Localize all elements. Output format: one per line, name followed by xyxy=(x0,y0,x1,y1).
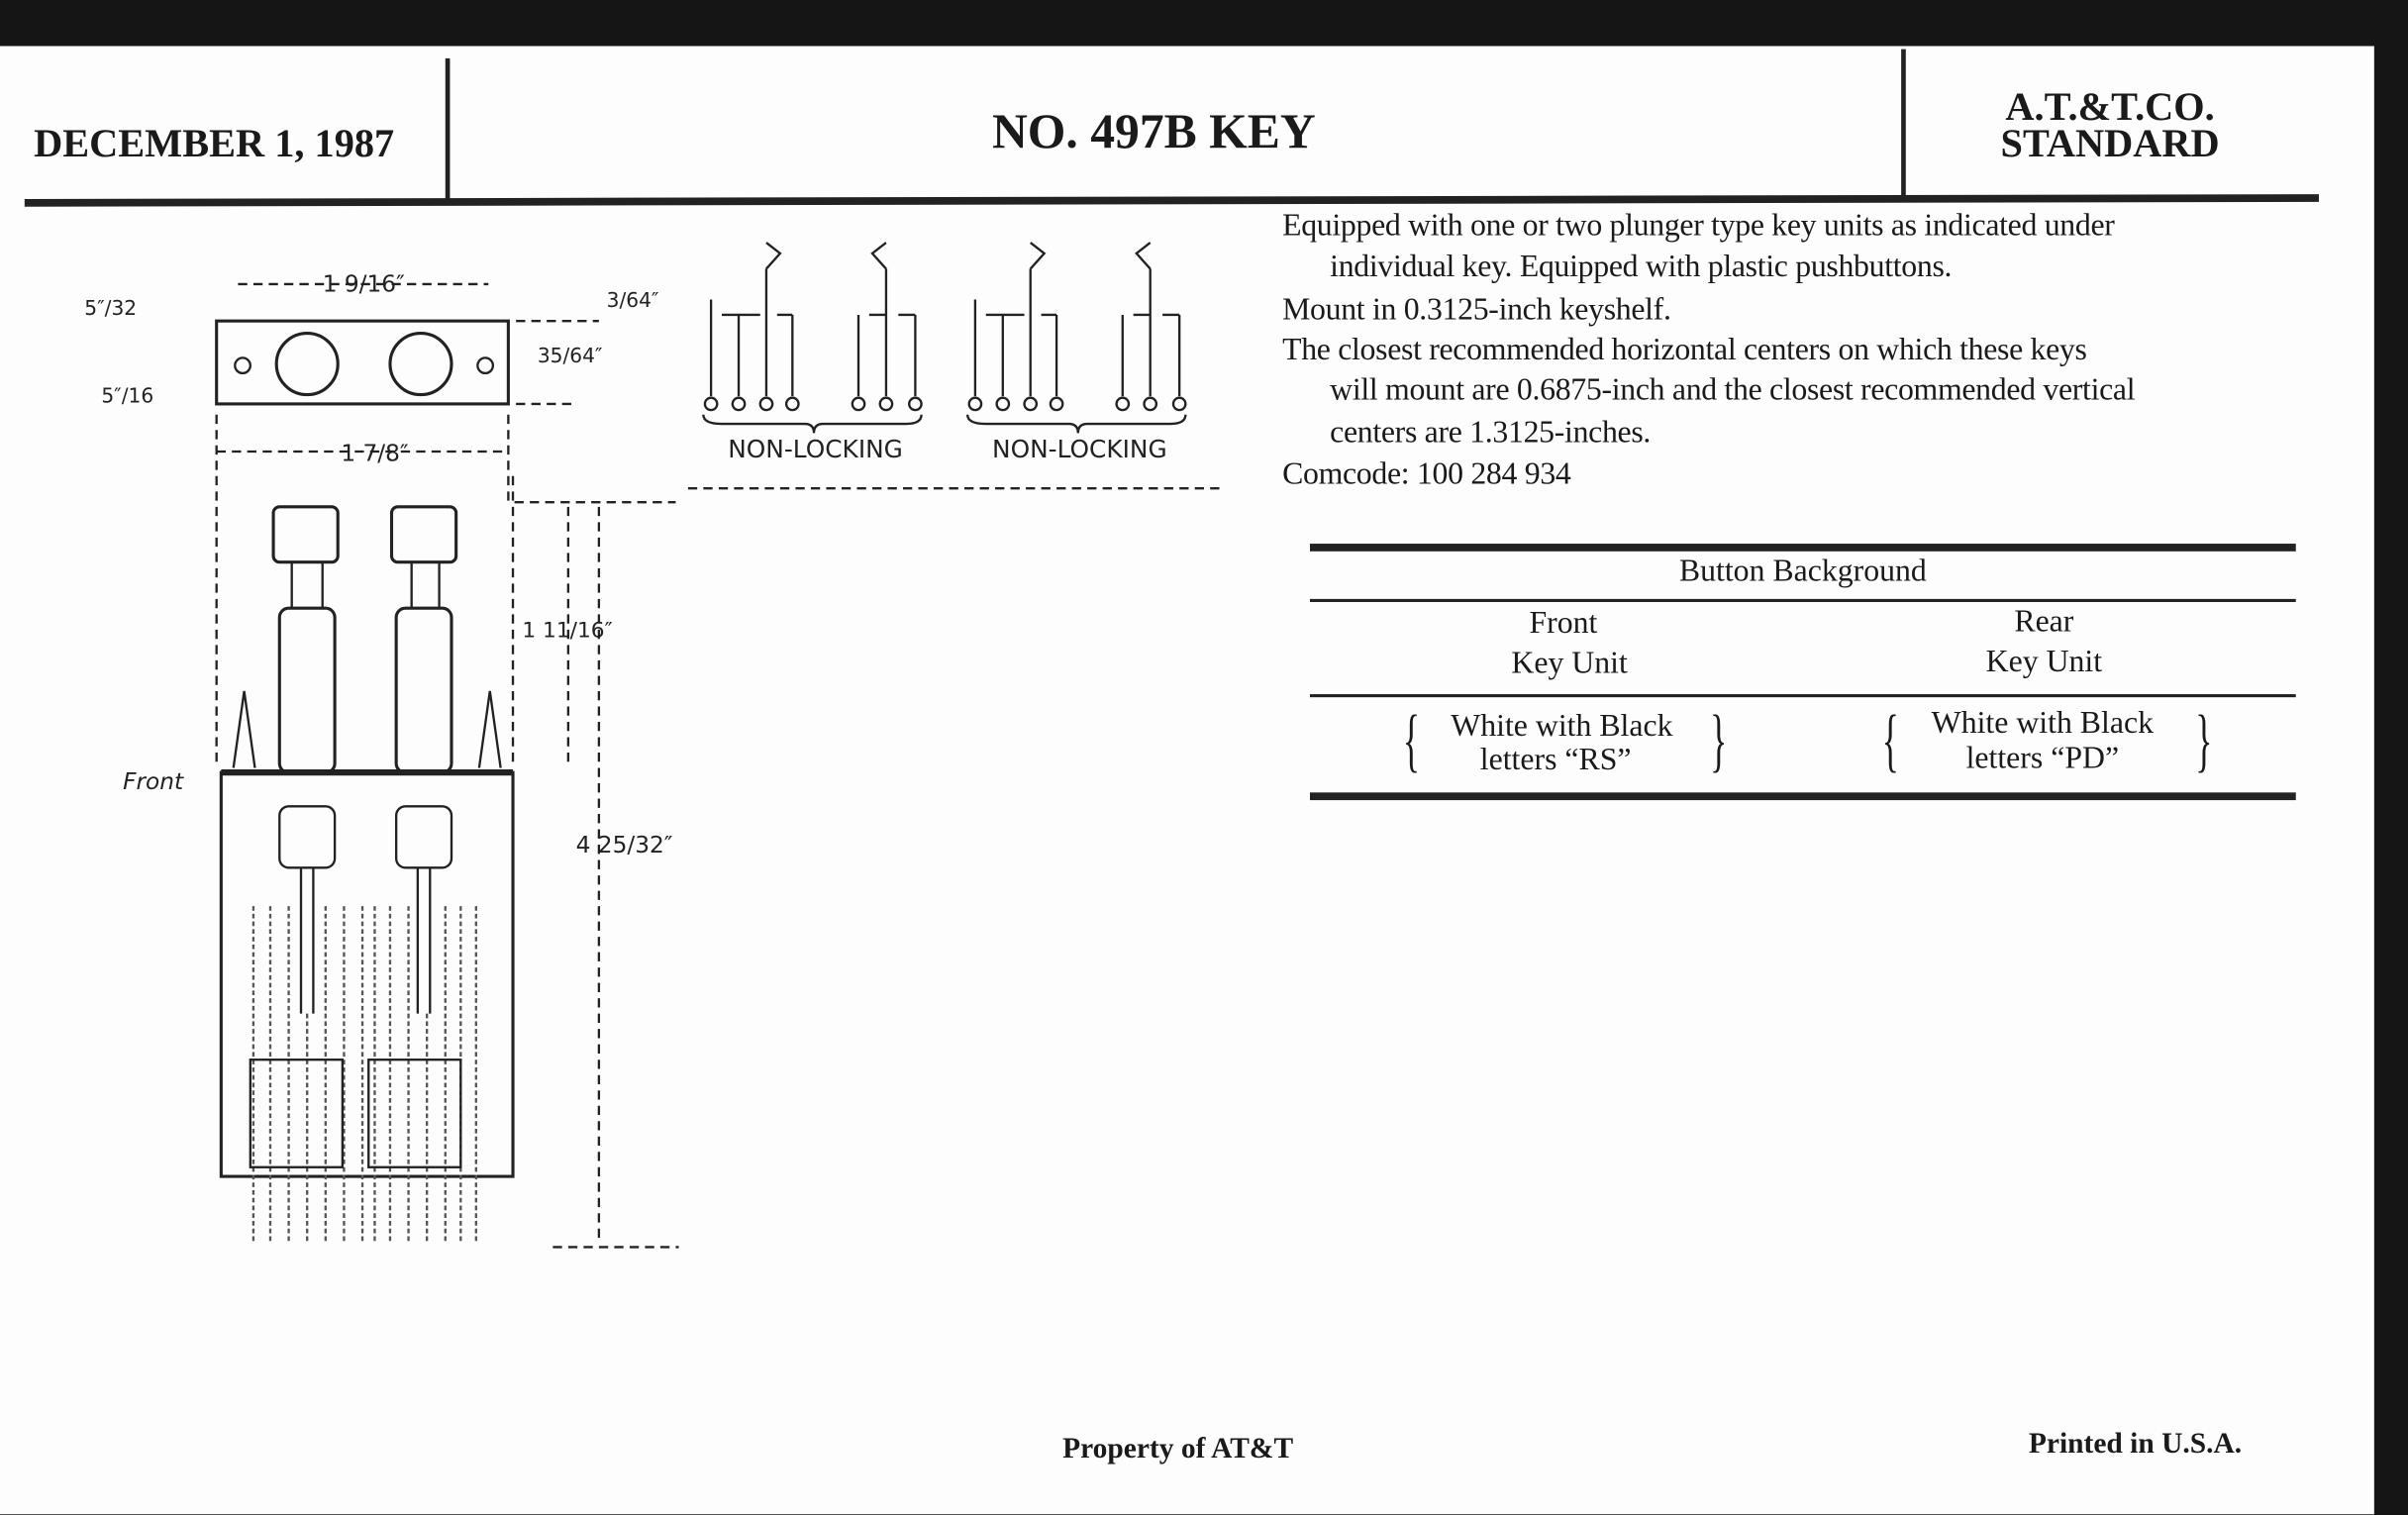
column-header-front: Key Unit xyxy=(1511,646,1628,681)
standard-line1: A.T.&T.CO. xyxy=(2005,84,2215,130)
dimension-label: 35/64″ xyxy=(538,344,603,367)
dimension-lines xyxy=(215,282,1222,1249)
header-divider-right xyxy=(1901,49,1906,197)
plunger-front xyxy=(249,505,364,1245)
dimension-label: 3/64″ xyxy=(607,288,659,312)
description-line: The closest recommended horizontal cente… xyxy=(1282,333,2087,367)
description-line: centers are 1.3125-inches. xyxy=(1330,416,1652,451)
right-brace-icon: } xyxy=(2195,700,2213,779)
description-line: Equipped with one or two plunger type ke… xyxy=(1282,208,2115,244)
table-rule xyxy=(1310,694,2296,698)
schematic-non-locking-2 xyxy=(965,242,1187,434)
standard-line2: STANDARD xyxy=(2000,121,2220,166)
table-cell-front: White with Black xyxy=(1451,709,1673,744)
mount-hole xyxy=(234,356,251,375)
header-divider-left xyxy=(445,57,451,202)
comcode: Comcode: 100 284 934 xyxy=(1282,457,1571,492)
button-circle xyxy=(274,332,340,397)
column-header-front: Front xyxy=(1529,606,1598,641)
footer-printed: Printed in U.S.A. xyxy=(2028,1428,2243,1462)
dimension-label: 1 11/16″ xyxy=(522,619,612,644)
schematic-non-locking-1 xyxy=(702,242,923,434)
date: DECEMBER 1, 1987 xyxy=(34,121,395,166)
column-header-rear: Rear xyxy=(2014,605,2074,640)
left-brace-icon: { xyxy=(1402,700,1421,779)
table-bottom-rule xyxy=(1310,792,2296,801)
paper-sheet xyxy=(0,46,2374,1515)
table-cell-rear: letters “PD” xyxy=(1965,742,2120,776)
schematic-label: NON-LOCKING xyxy=(992,435,1167,463)
table-rule xyxy=(1310,598,2296,602)
mount-hole xyxy=(476,356,495,375)
footer-property: Property of AT&T xyxy=(1062,1433,1294,1465)
table-cell-front: letters “RS” xyxy=(1479,743,1632,777)
dimension-label: 5″/16 xyxy=(101,383,153,407)
side-view-body xyxy=(219,770,515,1178)
table-top-rule xyxy=(1310,544,2296,552)
description-line: Mount in 0.3125-inch keyshelf. xyxy=(1282,293,1671,328)
dimension-label: 4 25/32″ xyxy=(576,832,673,858)
front-label: Front xyxy=(123,768,184,795)
table-cell-rear: White with Black xyxy=(1931,706,2154,741)
column-header-rear: Key Unit xyxy=(1985,645,2103,679)
right-brace-icon: } xyxy=(1710,700,1728,779)
dimension-label: 1 7/8″ xyxy=(341,440,409,466)
page-title: NO. 497B KEY xyxy=(991,102,1316,158)
plunger-rear xyxy=(367,505,477,1245)
top-view-body xyxy=(215,319,510,406)
left-brace-icon: { xyxy=(1881,700,1899,779)
mounting-spike xyxy=(232,690,502,768)
button-circle xyxy=(388,332,453,397)
description-line: will mount are 0.6875-inch and the close… xyxy=(1330,372,2136,408)
dimension-label: 1 9/16″ xyxy=(323,271,405,298)
dimension-label: 5″/32 xyxy=(84,296,137,320)
schematic-label: NON-LOCKING xyxy=(728,435,903,463)
table-title: Button Background xyxy=(1678,554,1927,589)
description-line: individual key. Equipped with plastic pu… xyxy=(1330,250,1953,284)
